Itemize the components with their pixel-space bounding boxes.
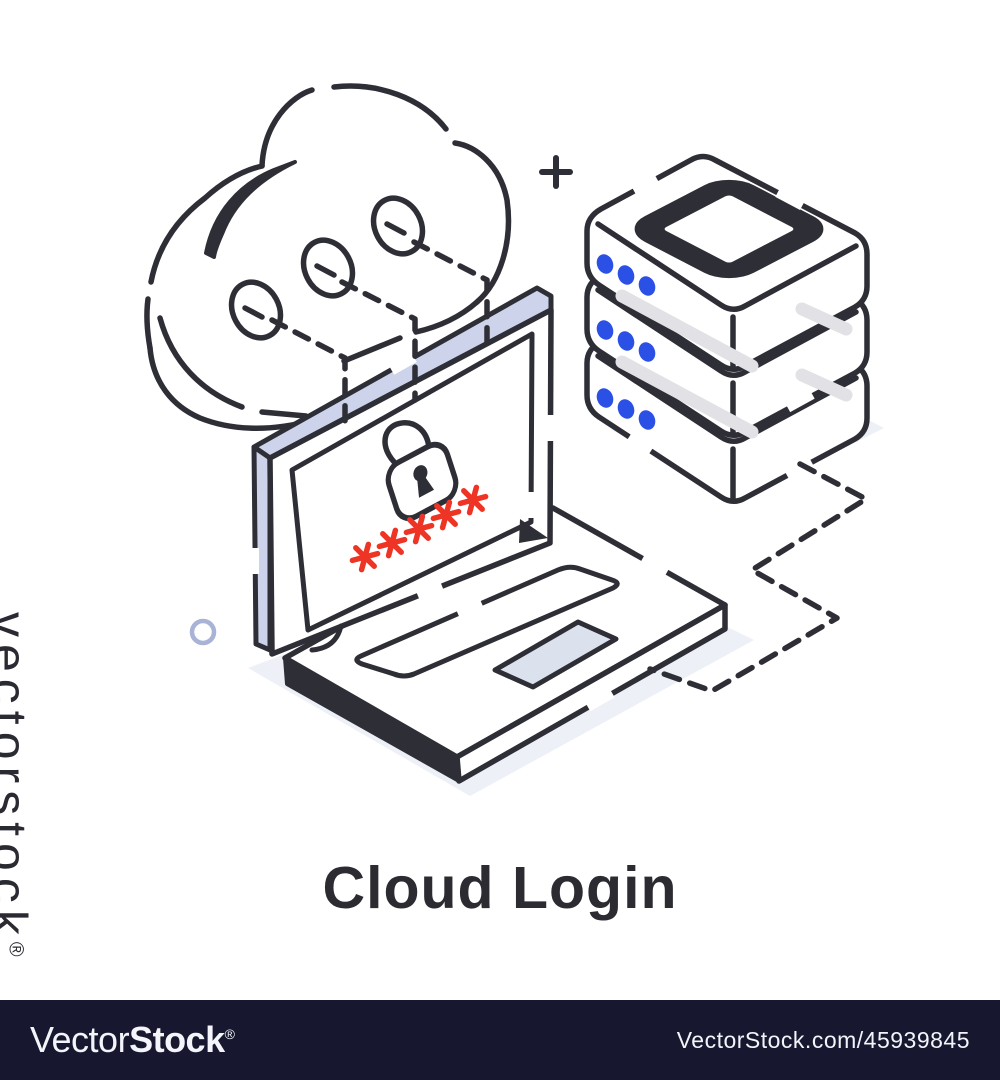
server-stack-icon: [584, 153, 884, 504]
watermark-footer-bar: VectorStock® VectorStock.com/45939845: [0, 1000, 1000, 1080]
vectorstock-logo: VectorStock®: [30, 1019, 235, 1061]
cloud-icon: [144, 83, 512, 431]
hinge-wedge: [519, 519, 548, 543]
registered-mark-icon: ®: [224, 1026, 235, 1042]
side-watermark: vectorstock®: [0, 612, 37, 957]
password-asterisks: [349, 484, 489, 573]
brand-bold: Stock: [129, 1019, 225, 1060]
small-circle-accent: [189, 618, 217, 646]
plus-icon: [539, 155, 573, 189]
screen-corner-curl: [309, 623, 344, 653]
laptop-base-edge: [283, 656, 461, 783]
registered-mark-icon: ®: [4, 941, 27, 957]
keyboard-outline: [354, 564, 620, 679]
laptop-icon: [248, 285, 754, 796]
brand-light: Vector: [30, 1019, 130, 1060]
padlock-icon: [382, 420, 459, 522]
side-watermark-text: vectorstock: [0, 612, 37, 942]
image-reference: VectorStock.com/45939845: [676, 1026, 970, 1053]
connection-dashed-lines: [269, 239, 869, 694]
cloud-shading: [204, 160, 297, 259]
server-top-panel: [634, 179, 824, 279]
illustration-canvas: [144, 83, 884, 796]
cloud-login-illustration: [144, 83, 884, 796]
page-title: Cloud Login: [322, 855, 678, 921]
trackpad: [492, 619, 619, 690]
server-led-lights: [596, 254, 656, 430]
